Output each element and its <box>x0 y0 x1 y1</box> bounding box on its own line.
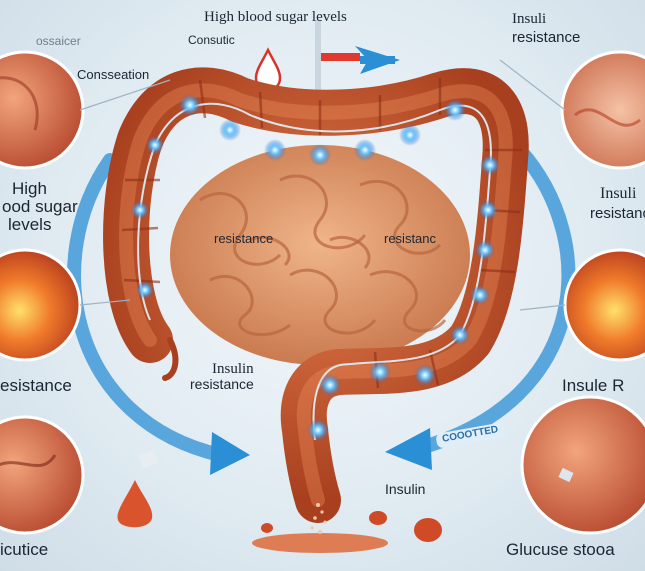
label-high-3: levels <box>8 215 52 234</box>
small-intestine-folds <box>199 174 447 336</box>
label-consutic: Consutic <box>188 33 235 47</box>
label-consseation: Consseation <box>77 67 150 82</box>
nerve-glow-points <box>131 94 500 441</box>
top-arrow-bar <box>318 53 360 61</box>
tissue-circle-top-left <box>0 50 85 170</box>
label-ossaicer: ossaicer <box>36 34 81 48</box>
label-insulin-bottom: Insulin <box>385 481 426 497</box>
cycle-arrow-left <box>67 153 227 462</box>
label-right-mid-1: Insuli <box>600 185 637 202</box>
tissue-circle-mid-right <box>563 248 645 362</box>
label-left-resistance: esistance <box>0 376 72 395</box>
cycle-arrowhead-left <box>210 432 250 475</box>
drop-small <box>261 523 273 533</box>
label-high-2: ood sugar <box>2 197 78 216</box>
colon-highlight <box>119 83 513 507</box>
tissue-circle-bottom-right <box>520 395 645 535</box>
label-right-insule: Insule R <box>562 376 625 395</box>
sediment-pile <box>252 533 388 553</box>
small-intestine <box>170 145 470 365</box>
drop-mid <box>369 511 387 525</box>
drop-left <box>117 480 153 528</box>
label-insulin-top-right-1: Insuli <box>512 11 547 27</box>
drop-right <box>414 518 442 542</box>
label-insulin-top-right-2: resistance <box>512 29 581 46</box>
appendix <box>162 337 179 381</box>
label-high-1: High <box>12 179 47 198</box>
falling-particles <box>310 503 327 534</box>
cycle-arrow-right <box>413 143 576 455</box>
colon <box>103 67 529 523</box>
label-right-mid-2: resistance <box>590 205 645 222</box>
label-resistance-left: resistance <box>214 231 274 246</box>
label-resistance-right: resistanc <box>384 231 437 246</box>
tissue-circle-top-right <box>560 50 645 170</box>
label-insulin-center-1: Insulin <box>212 361 254 377</box>
label-bottom-left: icutice <box>0 540 49 559</box>
colon-segments <box>121 78 522 389</box>
cycle-arrowhead-right <box>385 428 432 470</box>
title-high-blood-sugar: High blood sugar levels <box>204 9 347 25</box>
crystal-left <box>138 449 158 469</box>
label-insulin-center-2: resistance <box>190 376 254 392</box>
label-bottom-right: Glucuse stooa <box>506 540 615 559</box>
connector-lines <box>79 59 566 311</box>
tissue-circle-bottom-left <box>0 415 85 535</box>
